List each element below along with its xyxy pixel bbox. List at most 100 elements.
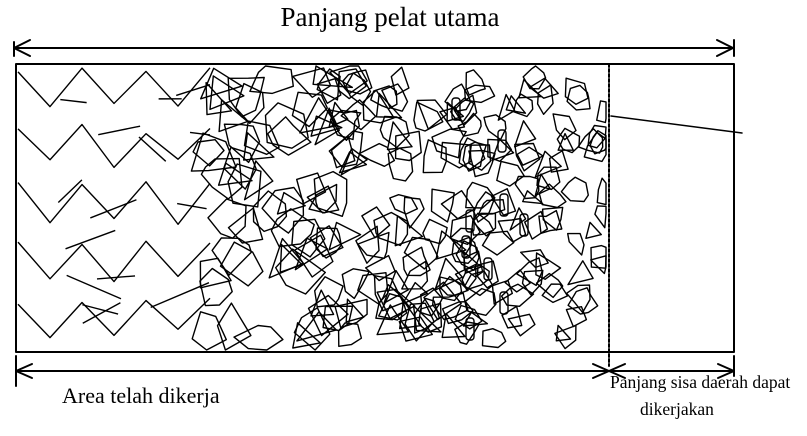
- nested-part: [200, 157, 243, 200]
- nested-part: [275, 248, 326, 295]
- nested-part: [394, 130, 422, 162]
- nested-part: [462, 141, 487, 172]
- nested-part: [192, 138, 225, 167]
- nested-part: [334, 298, 368, 329]
- nested-part: [536, 166, 561, 191]
- nested-part: [567, 232, 585, 256]
- nested-part: [209, 75, 245, 111]
- nested-part: [337, 68, 367, 100]
- nested-part: [376, 304, 410, 336]
- nested-part: [596, 177, 607, 206]
- nested-part: [322, 305, 354, 332]
- nested-part: [416, 99, 448, 130]
- nested-part: [560, 176, 589, 203]
- nested-part-edge: [82, 302, 121, 324]
- nested-part: [345, 298, 365, 323]
- nested-part: [548, 150, 569, 173]
- nested-part: [365, 254, 396, 282]
- nested-part: [216, 302, 252, 351]
- nested-part: [529, 77, 559, 99]
- nested-part: [461, 264, 490, 291]
- nested-part: [316, 77, 342, 105]
- nested-part: [471, 212, 495, 236]
- nested-part: [291, 91, 328, 128]
- nested-part: [522, 65, 547, 90]
- small-slot-part: [461, 235, 471, 259]
- nested-part: [505, 95, 527, 114]
- small-slot-part: [499, 291, 509, 315]
- small-slot-part: [483, 257, 493, 281]
- nested-part: [464, 287, 497, 316]
- nested-part: [444, 83, 472, 112]
- worked-area-label: Area telah dikerja: [62, 383, 220, 408]
- remaining-length-label: Panjang sisa daerah dapat: [610, 372, 791, 392]
- nested-part: [439, 106, 466, 130]
- nested-part: [345, 72, 372, 106]
- nested-part: [504, 269, 531, 293]
- small-slot-part: [519, 213, 529, 237]
- nested-part: [341, 268, 370, 300]
- nested-part: [399, 300, 422, 330]
- nested-part: [477, 198, 506, 216]
- nested-part: [585, 221, 602, 240]
- nested-part: [233, 324, 284, 351]
- nested-part: [361, 206, 391, 239]
- nested-part: [314, 107, 340, 146]
- nested-part: [401, 260, 429, 290]
- nested-part-edge: [17, 181, 211, 225]
- nested-part: [422, 139, 447, 174]
- nested-part: [211, 237, 253, 276]
- nested-part: [538, 209, 563, 235]
- top-dimension-arrow: [13, 39, 735, 57]
- nested-part: [330, 135, 356, 169]
- nested-part: [310, 289, 335, 317]
- nested-part: [414, 297, 440, 334]
- nested-part: [375, 92, 403, 119]
- nested-part: [554, 324, 577, 350]
- nested-part: [434, 257, 463, 291]
- nested-part-edge: [177, 202, 207, 210]
- nested-part: [513, 120, 537, 148]
- nested-part: [242, 132, 275, 161]
- nested-part: [587, 124, 607, 149]
- nested-part: [227, 163, 262, 208]
- nested-part: [514, 142, 541, 172]
- nested-part: [496, 160, 525, 187]
- nested-part: [316, 68, 341, 101]
- nested-part: [596, 100, 607, 124]
- nested-part: [389, 193, 419, 215]
- small-slot-part: [465, 317, 475, 341]
- nested-part: [357, 231, 390, 259]
- small-slot-part: [497, 129, 507, 153]
- nested-part: [296, 172, 327, 205]
- small-slot-part: [465, 209, 475, 233]
- nested-part: [536, 84, 554, 116]
- nested-part: [451, 236, 478, 264]
- nested-part: [306, 185, 340, 214]
- remaining-length-label-line2: dikerjakan: [640, 399, 714, 419]
- nested-part: [594, 205, 607, 229]
- nested-part: [190, 132, 237, 172]
- nested-part-edge: [17, 240, 211, 283]
- nested-parts: [17, 65, 607, 351]
- nested-part: [520, 249, 549, 269]
- nested-part: [449, 214, 481, 246]
- nested-part: [516, 257, 543, 287]
- nested-part: [227, 207, 264, 244]
- nested-part: [567, 260, 594, 286]
- nested-part-edge: [17, 67, 211, 108]
- nested-part: [403, 236, 439, 270]
- nested-part: [481, 328, 507, 349]
- nested-part: [315, 227, 342, 259]
- nested-part: [512, 93, 534, 118]
- nested-part: [457, 112, 482, 137]
- nested-part: [293, 307, 331, 351]
- nested-part: [340, 99, 377, 131]
- nested-part: [476, 260, 499, 289]
- nested-part: [435, 230, 467, 260]
- nested-part: [381, 83, 409, 112]
- nested-part: [464, 270, 494, 297]
- nested-part: [541, 283, 569, 304]
- nested-part: [403, 196, 425, 229]
